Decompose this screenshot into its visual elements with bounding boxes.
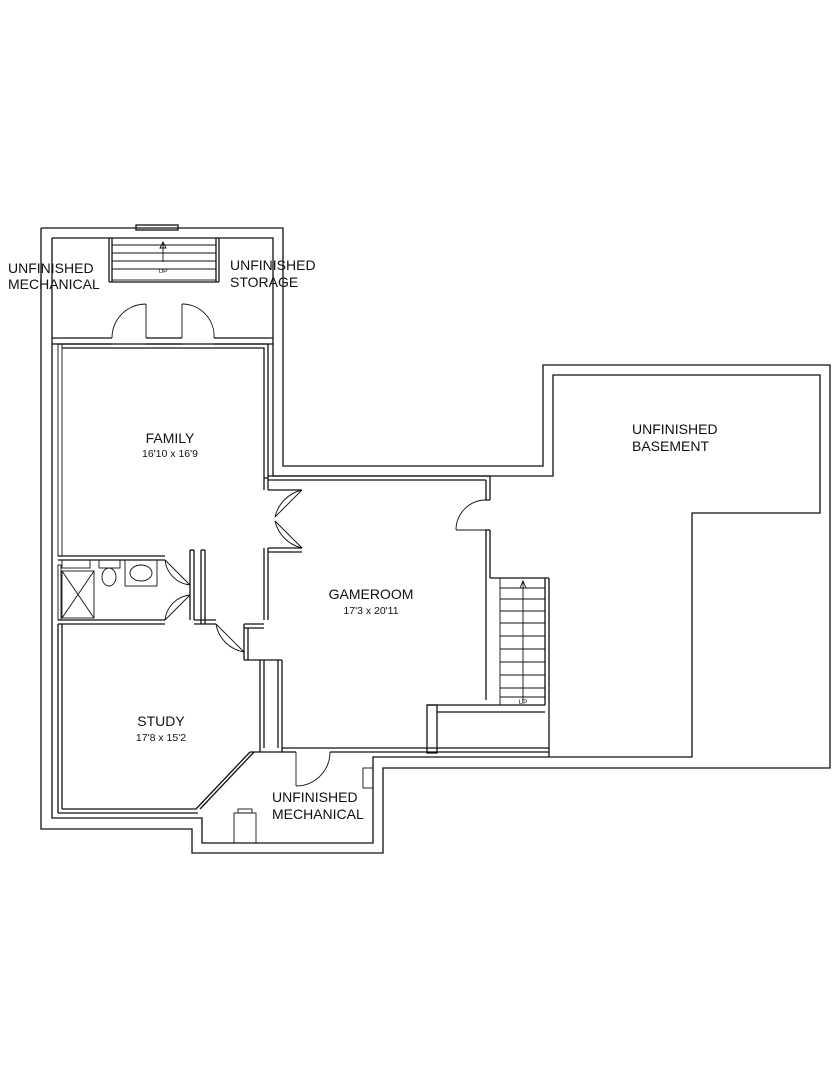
svg-text:UNFINISHED: UNFINISHED — [230, 257, 316, 273]
bathroom — [57, 549, 216, 625]
svg-text:FAMILY: FAMILY — [146, 430, 195, 446]
svg-text:UNFINISHED: UNFINISHED — [272, 789, 358, 805]
svg-text:GAMEROOM: GAMEROOM — [329, 586, 414, 602]
right-stair: UP — [426, 577, 546, 754]
room-label-unfinished-mechanical-top: UNFINISHED MECHANICAL — [8, 260, 100, 292]
svg-text:MECHANICAL: MECHANICAL — [272, 806, 364, 822]
family-room-walls — [57, 343, 302, 620]
stair-up-label-top: UP — [158, 268, 167, 275]
door-top-right — [181, 303, 215, 339]
top-stair: UP — [111, 224, 217, 281]
room-label-unfinished-storage: UNFINISHED STORAGE — [230, 257, 316, 290]
door-top-left — [111, 303, 147, 339]
door-gameroom-basement — [455, 499, 487, 531]
room-label-family: FAMILY 16'10 x 16'9 — [142, 430, 198, 460]
svg-text:MECHANICAL: MECHANICAL — [8, 276, 100, 292]
svg-text:STUDY: STUDY — [137, 713, 185, 729]
door-study — [215, 623, 245, 653]
svg-text:BASEMENT: BASEMENT — [632, 438, 709, 454]
svg-text:UNFINISHED: UNFINISHED — [632, 421, 718, 437]
room-label-gameroom: GAMEROOM 17'3 x 20'11 — [329, 586, 414, 617]
svg-text:STORAGE: STORAGE — [230, 274, 298, 290]
room-label-unfinished-mechanical-bottom: UNFINISHED MECHANICAL — [272, 789, 364, 822]
study-walls — [57, 623, 282, 814]
gameroom-bottom-wall — [264, 659, 549, 753]
outer-wall — [40, 227, 831, 854]
bottom-mechanical — [233, 751, 374, 844]
svg-text:17'8 x 15'2: 17'8 x 15'2 — [136, 732, 186, 744]
gameroom-walls — [268, 475, 550, 757]
room-label-unfinished-basement: UNFINISHED BASEMENT — [632, 421, 718, 454]
stair-up-label-right: UP — [518, 699, 527, 706]
svg-text:17'3 x 20'11: 17'3 x 20'11 — [343, 605, 398, 617]
room-label-study: STUDY 17'8 x 15'2 — [136, 713, 186, 744]
svg-text:UNFINISHED: UNFINISHED — [8, 260, 94, 276]
svg-text:16'10 x 16'9: 16'10 x 16'9 — [142, 448, 198, 460]
double-door-family-gameroom — [274, 489, 303, 549]
